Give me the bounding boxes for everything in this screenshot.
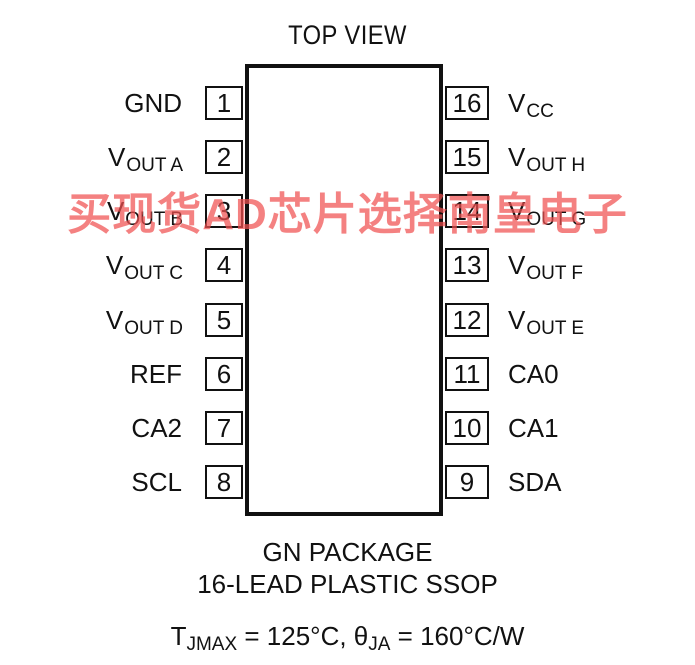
pin-7-label: CA2 bbox=[131, 411, 183, 449]
pin-12-label: VOUT E bbox=[508, 303, 584, 341]
pin-1-number: 1 bbox=[205, 86, 243, 120]
thermal-spec: TJMAX = 125°C, θJA = 160°C/W bbox=[0, 621, 695, 655]
pin-4-label: VOUT C bbox=[106, 248, 183, 286]
pin-7-number: 7 bbox=[205, 411, 243, 445]
thermal-t-sub: JMAX bbox=[186, 634, 238, 655]
pin-5-label: VOUT D bbox=[106, 303, 183, 341]
pin-3-label-sub: OUT B bbox=[125, 209, 183, 230]
pin-2-number: 2 bbox=[205, 140, 243, 174]
pin-3-label-main: V bbox=[106, 196, 125, 226]
package-description: 16-LEAD PLASTIC SSOP bbox=[197, 569, 498, 599]
pin-4-number: 4 bbox=[205, 248, 243, 282]
pin-8-label: SCL bbox=[131, 465, 183, 503]
pin-9-label-main: SDA bbox=[508, 467, 562, 497]
package-name: GN PACKAGE bbox=[262, 537, 433, 567]
diagram-title: TOP VIEW bbox=[288, 20, 407, 50]
thermal-t-value: = 125°C, bbox=[237, 621, 354, 651]
pin-11-label-main: CA0 bbox=[508, 359, 559, 389]
pin-3-label: VOUT B bbox=[107, 194, 183, 232]
pin-11-label: CA0 bbox=[508, 357, 560, 395]
thermal-theta-sub: JA bbox=[368, 634, 391, 655]
pin-5-number: 5 bbox=[205, 303, 243, 337]
ic-package-body bbox=[245, 64, 443, 516]
pin-8-number: 8 bbox=[205, 465, 243, 499]
pin-11-number: 11 bbox=[445, 357, 489, 391]
pin-10-number: 10 bbox=[445, 411, 489, 445]
pin-10-label: CA1 bbox=[508, 411, 560, 449]
pin-4-label-main: V bbox=[105, 250, 124, 280]
pin-3-number: 3 bbox=[205, 194, 243, 228]
pin-13-label-sub: OUT F bbox=[526, 263, 583, 284]
pin-1-label-main: GND bbox=[124, 88, 182, 118]
pin-6-number: 6 bbox=[205, 357, 243, 391]
pin-2-label-sub: OUT A bbox=[126, 155, 183, 176]
pin-6-label-main: REF bbox=[130, 359, 182, 389]
pin-13-label-main: V bbox=[508, 250, 526, 280]
pin-13-label: VOUT F bbox=[508, 248, 583, 286]
pin-9-number: 9 bbox=[445, 465, 489, 499]
pin-14-label: VOUT G bbox=[508, 194, 586, 232]
pin-14-label-sub: OUT G bbox=[526, 209, 587, 230]
pin-9-label: SDA bbox=[508, 465, 562, 503]
pin-15-number: 15 bbox=[445, 140, 489, 174]
pin-7-label-main: CA2 bbox=[131, 413, 182, 443]
thermal-theta: θ bbox=[353, 621, 369, 651]
pin-16-label: VCC bbox=[508, 86, 554, 124]
pin-8-label-main: SCL bbox=[131, 467, 182, 497]
pin-12-label-sub: OUT E bbox=[526, 318, 585, 339]
pin-15-label: VOUT H bbox=[508, 140, 585, 178]
pin-13-number: 13 bbox=[445, 248, 489, 282]
pin-15-label-sub: OUT H bbox=[526, 155, 586, 176]
pin-14-label-main: V bbox=[508, 196, 526, 226]
pin-1-label: GND bbox=[124, 86, 183, 124]
pin-14-number: 14 bbox=[445, 194, 489, 228]
pin-6-label: REF bbox=[130, 357, 183, 395]
pin-5-label-main: V bbox=[105, 305, 124, 335]
thermal-t: T bbox=[170, 621, 187, 651]
pin-2-label-main: V bbox=[107, 142, 126, 172]
pin-16-number: 16 bbox=[445, 86, 489, 120]
pin-15-label-main: V bbox=[508, 142, 526, 172]
pin-16-label-sub: CC bbox=[526, 101, 554, 122]
thermal-theta-value: = 160°C/W bbox=[390, 621, 525, 651]
pin-2-label: VOUT A bbox=[108, 140, 183, 178]
pin-4-label-sub: OUT C bbox=[124, 263, 183, 284]
pin-10-label-main: CA1 bbox=[508, 413, 559, 443]
pin-12-number: 12 bbox=[445, 303, 489, 337]
pin-16-label-main: V bbox=[508, 88, 526, 118]
pin-12-label-main: V bbox=[508, 305, 526, 335]
pin-5-label-sub: OUT D bbox=[124, 318, 183, 339]
